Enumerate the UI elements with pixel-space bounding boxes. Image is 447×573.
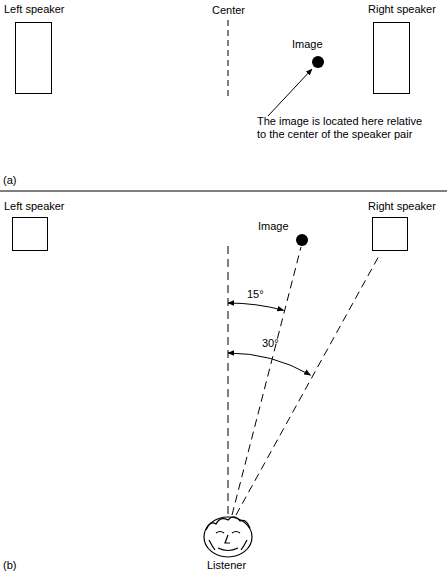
image-dot [296,234,308,246]
speaker-node: Right speaker [368,200,436,251]
separator-line [0,191,447,192]
listener-head [204,517,252,557]
angle-label: 15° [247,288,264,301]
part-label: (b) [3,559,16,572]
speaker-label: Left speaker [4,200,65,213]
speaker-label: Right speaker [368,200,436,213]
speaker-box [12,217,48,251]
speaker-box [372,217,408,251]
speaker-node: Right speaker [368,3,436,94]
speaker-label: Left speaker [4,3,65,16]
leader-arrow [268,69,312,116]
angle-arc [228,353,311,375]
image-dot [312,56,324,68]
image-label: Image [292,38,323,51]
angle-label: 30° [262,337,279,350]
speaker-label: Right speaker [368,3,436,16]
sight-line [232,247,301,515]
speaker-box [15,22,52,94]
angle-arc [228,303,284,310]
center-label: Center [212,4,245,17]
center-line [228,20,229,96]
part-label: (a) [3,174,16,187]
sight-line [236,254,380,515]
annotation-note: The image is located here relative to th… [257,115,425,141]
image-label: Image [258,220,289,233]
speaker-node: Left speaker [4,3,65,94]
speaker-node: Left speaker [4,200,65,251]
listener-label: Listener [207,559,246,572]
center-line [228,246,229,516]
speaker-box [373,22,410,94]
